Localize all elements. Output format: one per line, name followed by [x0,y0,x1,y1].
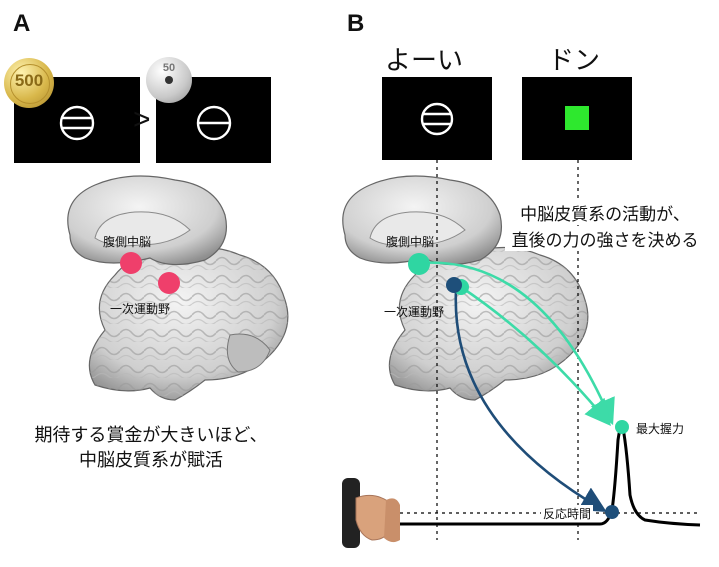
coin-500-icon: 500 [4,58,54,108]
coin-50-value: 50 [162,62,176,74]
reaction-time-marker [605,505,619,519]
ready-screen [382,77,492,160]
annotation-b-line2: 直後の力の強さを決める [505,226,705,251]
coin-50-icon: 50 [146,57,192,103]
brain-a-motor-label: 一次運動野 [110,302,171,316]
midbrain-activity-dot [408,253,430,275]
brain-b-illustration [342,175,589,401]
brain-a-midbrain-label: 腹側中脳 [103,235,152,249]
reaction-time-label: 反応時間 [541,505,594,522]
coin-500-value: 500 [14,71,44,90]
comparison-symbol: > [133,103,151,136]
fixation-cue-icon [59,105,95,141]
caption-a-line2: 中脳皮質系が賦活 [79,450,223,471]
ready-label: よーい [385,46,464,76]
peak-force-label: 最大握力 [636,422,685,436]
brain-a-illustration [67,175,289,401]
midbrain-reward-dot [120,252,142,274]
motor-to-reaction-arrow [454,289,607,512]
panel-b-letter: B [347,10,365,37]
brain-b-motor-label: 一次運動野 [384,305,445,319]
caption-a-line1: 期待する賞金が大きいほど、 [34,425,268,446]
brain-b-midbrain-label: 腹側中脳 [386,235,435,249]
motor-timing-dot [446,277,462,293]
panel-a-letter: A [13,10,31,37]
peak-force-marker [615,420,629,434]
annotation-b-line1: 中脳皮質系の活動が、 [505,200,705,225]
motor-reward-dot [158,272,180,294]
motor-to-peak-arrow [460,285,611,427]
grip-dynamometer-icon [342,478,400,548]
fixation-cue-icon [196,105,232,141]
midbrain-to-peak-arrow [419,261,615,426]
fixation-cue-icon [420,102,454,136]
go-label: ドン [548,46,601,76]
go-target-square [565,106,589,130]
go-screen [522,77,632,160]
